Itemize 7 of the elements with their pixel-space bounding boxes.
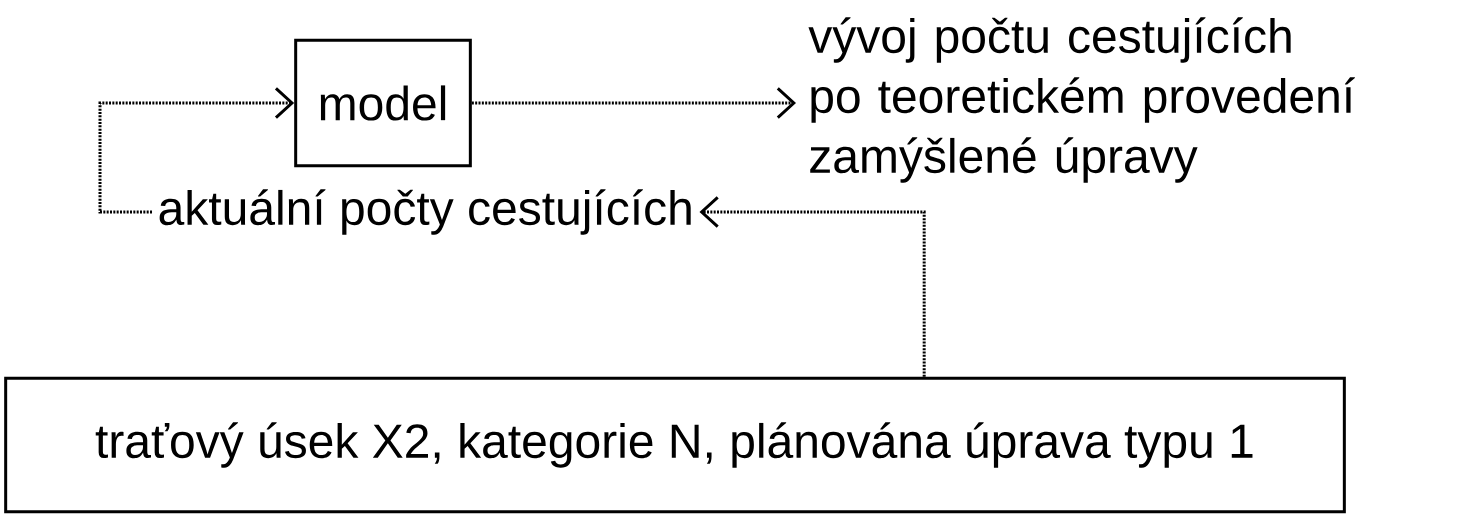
input-text: aktuální počty cestujících xyxy=(159,189,691,235)
arrow xyxy=(98,87,295,214)
arrow xyxy=(471,87,796,119)
output-text: vývoj počtu cestujících po teoretickém provedení zamýšlené úpravy xyxy=(808,17,1355,183)
source-box: traťový úsek X2, kategorie N, plánována úprava typu 1 xyxy=(4,376,1346,514)
process-box: model xyxy=(294,38,472,168)
arrow xyxy=(699,196,719,228)
